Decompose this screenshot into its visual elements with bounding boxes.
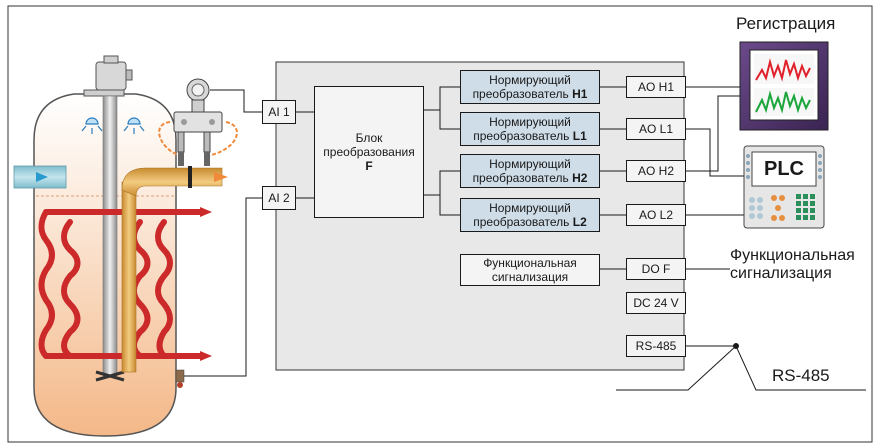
output-ao-h2: AO H2 xyxy=(626,160,686,182)
normalizer-l2-line2: преобразователь L2 xyxy=(473,215,587,229)
dip-pipe xyxy=(121,181,137,373)
port-rs485: RS-485 xyxy=(626,335,686,357)
coil-outlet-arrow-icon xyxy=(200,207,212,217)
normalizer-l1-line2: преобразователь L1 xyxy=(473,129,587,143)
normalizer-h1-word: преобразователь xyxy=(472,87,569,101)
plc-label: PLC xyxy=(764,158,804,180)
converter-line1: Блок xyxy=(355,131,383,145)
output-ao-l1: AO L1 xyxy=(626,118,686,140)
normalizer-l2-line1: Нормирующий xyxy=(489,201,571,215)
normalizer-h2-suffix: H2 xyxy=(572,171,588,185)
normalizer-h2: Нормирующий преобразователь H2 xyxy=(460,154,600,188)
alarm-block-line1: Функциональная xyxy=(483,256,577,270)
alarm-block-line2: сигнализация xyxy=(491,270,569,284)
normalizer-l2-word: преобразователь xyxy=(473,215,570,229)
converter-line3: F xyxy=(365,159,373,173)
converter-block: Блок преобразования F xyxy=(314,86,424,218)
normalizer-h1-line1: Нормирующий xyxy=(489,73,571,87)
temperature-sensor-icon xyxy=(175,369,185,383)
wiring xyxy=(184,86,866,391)
normalizer-h1-line2: преобразователь H1 xyxy=(473,87,588,101)
alarm-block: Функциональная сигнализация xyxy=(460,254,600,286)
coil-inlet-arrow-icon xyxy=(200,351,212,361)
normalizer-l1-word: преобразователь xyxy=(473,129,570,143)
sight-lamp-icon xyxy=(81,117,145,134)
output-ao-l2: AO L2 xyxy=(626,204,686,226)
normalizer-l1-suffix: L1 xyxy=(572,129,587,143)
converter-line2: преобразования xyxy=(323,145,415,159)
normalizer-h1: Нормирующий преобразователь H1 xyxy=(460,70,600,104)
normalizer-l2-suffix: L2 xyxy=(572,215,587,229)
power-dc24v: DC 24 V xyxy=(626,292,686,314)
frame xyxy=(7,5,873,443)
motor-icon xyxy=(95,61,127,91)
registration-monitor xyxy=(739,41,829,131)
normalizer-h2-word: преобразователь xyxy=(472,171,569,185)
agitator-shaft xyxy=(102,95,118,377)
vessel xyxy=(13,55,228,437)
inlet-arrow-icon xyxy=(36,172,48,182)
external-alarm-line1: Функциональная xyxy=(730,247,855,264)
registration-label: Регистрация xyxy=(736,14,836,33)
output-ao-h1: AO H1 xyxy=(626,76,686,98)
normalizer-h2-line1: Нормирующий xyxy=(489,157,571,171)
normalizer-l1-line1: Нормирующий xyxy=(489,115,571,129)
rs485-bus-label: RS-485 xyxy=(772,366,830,385)
input-ai2: AI 2 xyxy=(262,186,296,210)
normalizer-h2-line2: преобразователь H2 xyxy=(473,171,588,185)
plc-panel xyxy=(743,145,825,229)
green-trace xyxy=(755,90,811,114)
red-trace xyxy=(755,58,811,82)
normalizer-l1: Нормирующий преобразователь L1 xyxy=(460,112,600,146)
input-ai1: AI 1 xyxy=(262,100,296,124)
external-alarm-label: Функциональная сигнализация xyxy=(730,247,855,283)
outlet-arrow-icon xyxy=(214,172,228,182)
output-do-f: DO F xyxy=(626,258,686,280)
external-alarm-line2: сигнализация xyxy=(730,265,832,282)
pressure-transmitter-icon xyxy=(158,78,238,166)
normalizer-h1-suffix: H1 xyxy=(572,87,588,101)
normalizer-l2: Нормирующий преобразователь L2 xyxy=(460,198,600,232)
